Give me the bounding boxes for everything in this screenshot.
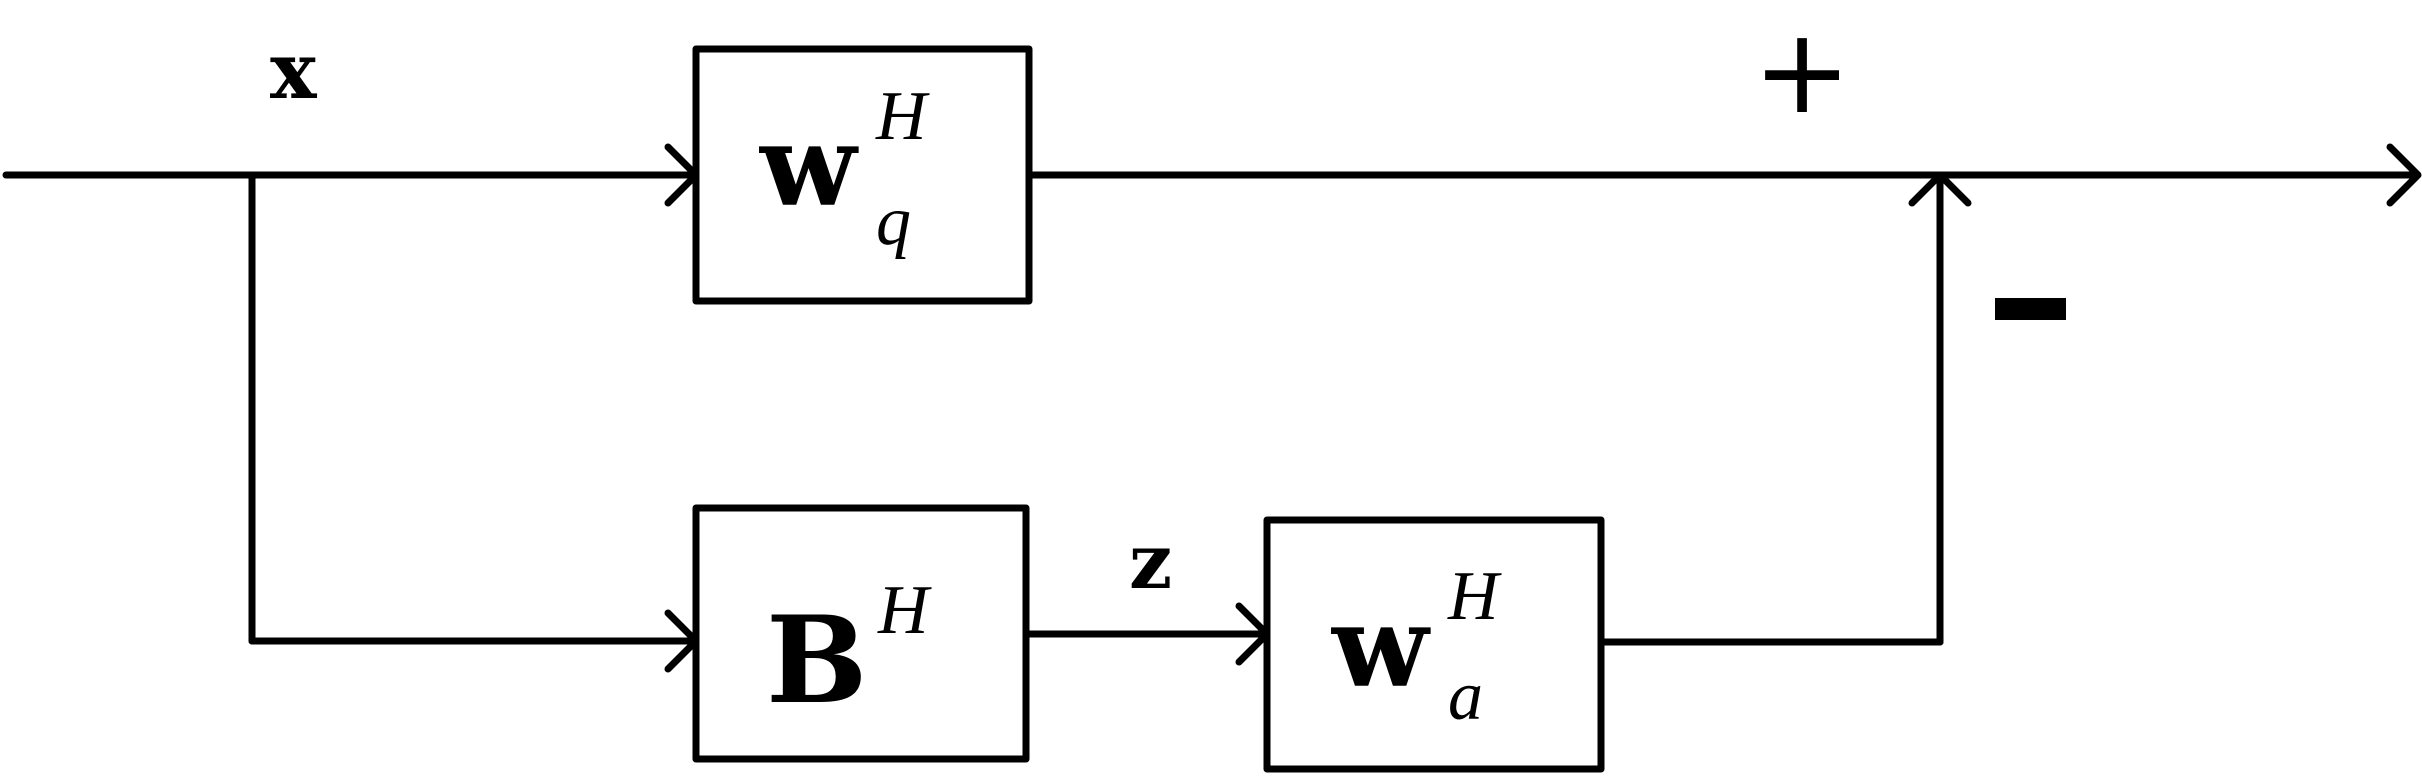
wa-block — [1263, 516, 1605, 773]
arrowhead-to-b — [664, 609, 700, 673]
z-signal-label: z — [1129, 517, 1172, 606]
b-block — [692, 504, 1030, 763]
plus-sign: + — [1753, 2, 1852, 140]
wa-main-symbol: w — [1331, 582, 1431, 713]
wq-main-symbol: w — [759, 101, 859, 232]
b-superscript: H — [877, 572, 932, 649]
arrowhead-to-wq — [664, 143, 700, 207]
wa-superscript: H — [1447, 558, 1502, 635]
arrowhead-junction — [1908, 171, 1972, 207]
arrowhead-output — [2386, 143, 2422, 207]
minus-sign — [1995, 298, 2066, 320]
wq-subscript: q — [876, 183, 911, 260]
input-signal-label: x — [270, 26, 318, 117]
wq-block — [692, 45, 1033, 305]
arrowhead-to-wa — [1235, 602, 1271, 666]
wa-subscript: a — [1448, 658, 1483, 735]
wq-superscript: H — [875, 78, 930, 155]
b-main-symbol: B — [766, 590, 867, 731]
